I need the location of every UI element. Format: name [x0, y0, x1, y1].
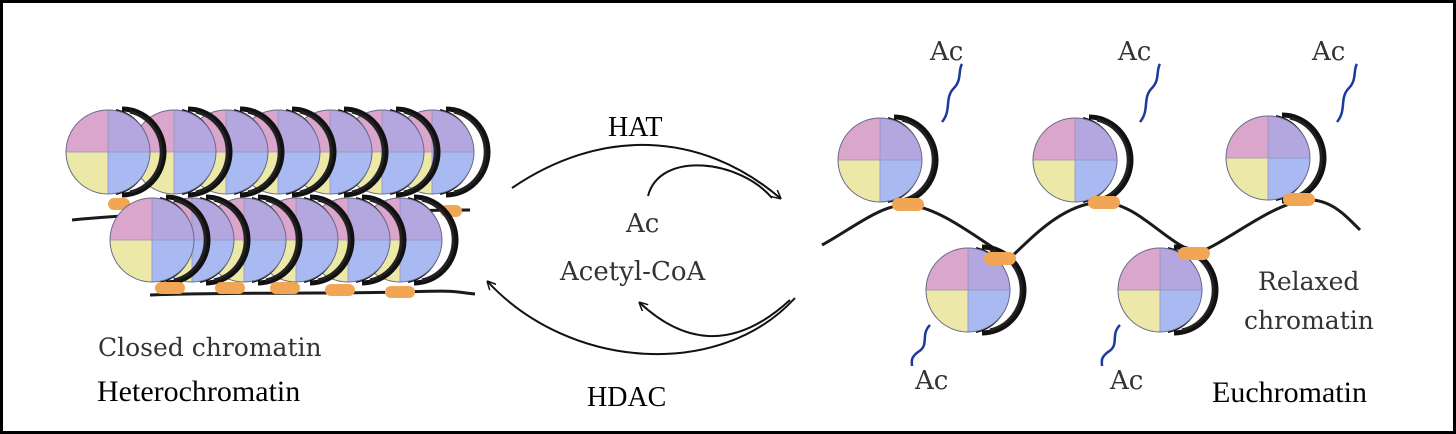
acetyl-coa-label: Acetyl-CoA — [559, 257, 707, 287]
ac-tag-3: Ac — [1311, 37, 1345, 67]
lower-nucleosomes — [926, 247, 1216, 333]
ac-center-label: Ac — [625, 209, 659, 239]
acetyl-tag-labels: Ac Ac Ac Ac Ac — [914, 37, 1345, 396]
euchromatin-label: Euchromatin — [1212, 376, 1367, 409]
hat-label: HAT — [608, 112, 662, 143]
closed-chromatin-fiber — [66, 109, 488, 298]
ac-tag-4: Ac — [914, 366, 948, 396]
hat-arrow — [511, 144, 780, 198]
hdac-arrow — [488, 282, 796, 356]
front-row-nucleosomes — [110, 197, 456, 283]
ac-tag-5: Ac — [1109, 366, 1143, 396]
upper-nucleosomes — [838, 115, 1324, 203]
hdac-label: HDAC — [587, 382, 666, 413]
acetyl-output-arrow — [640, 299, 791, 337]
ac-tag-1: Ac — [929, 37, 963, 67]
reaction-arrows — [488, 144, 796, 356]
back-row-nucleosomes — [66, 109, 488, 195]
relaxed-linkers — [892, 193, 1315, 265]
relaxed-chromatin-label-line2: chromatin — [1244, 306, 1374, 335]
heterochromatin-label: Heterochromatin — [97, 375, 300, 408]
front-row-linkers — [155, 282, 415, 298]
acetyl-input-arrow — [647, 164, 773, 199]
relaxed-chromatin-fiber — [821, 63, 1362, 367]
acetyl-tails — [910, 63, 1359, 367]
relaxed-chromatin-label-line1: Relaxed — [1258, 267, 1359, 296]
closed-chromatin-label: Closed chromatin — [98, 333, 322, 362]
ac-tag-2: Ac — [1117, 37, 1151, 67]
